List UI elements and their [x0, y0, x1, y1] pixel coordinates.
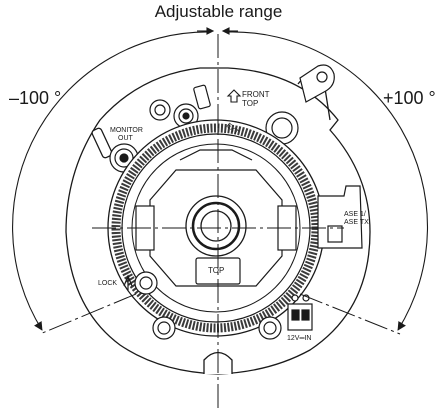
range-arc-left [12, 31, 211, 331]
inner-top-label: TOP [208, 266, 224, 275]
front-top-arrow-icon [226, 89, 242, 103]
front-top-screw-icon [265, 111, 299, 145]
ext-connector-icon [149, 84, 211, 129]
monitor-label: MONITOR [110, 127, 143, 134]
monitor-out-label: OUT [118, 135, 134, 142]
angle-label-left: –100 ° [9, 88, 62, 108]
base-label-1: ASE 1/ [344, 211, 366, 218]
lock-screw-icon [123, 271, 158, 295]
lens-icon [185, 195, 247, 257]
top-label: TOP [242, 99, 258, 108]
base-label-2: ASE TX [344, 219, 369, 226]
lock-label: LOCK [98, 280, 117, 287]
bottom-screw-left-icon [152, 316, 176, 340]
base-connector-icon [317, 185, 363, 249]
top-pointer-arrows [197, 27, 238, 35]
diagonal-axis-right [299, 293, 401, 335]
mounting-tab-icon [299, 64, 335, 103]
bottom-screw-right-icon [258, 316, 282, 340]
front-label: FRONT [242, 90, 270, 99]
range-arc-right [225, 31, 428, 331]
angle-label-right: +100 ° [383, 88, 436, 108]
diagram-title: Adjustable range [154, 2, 283, 21]
power-terminal-icon [287, 294, 313, 331]
power-label: 12V═IN [287, 335, 311, 342]
diagonal-axis-left [39, 293, 137, 335]
